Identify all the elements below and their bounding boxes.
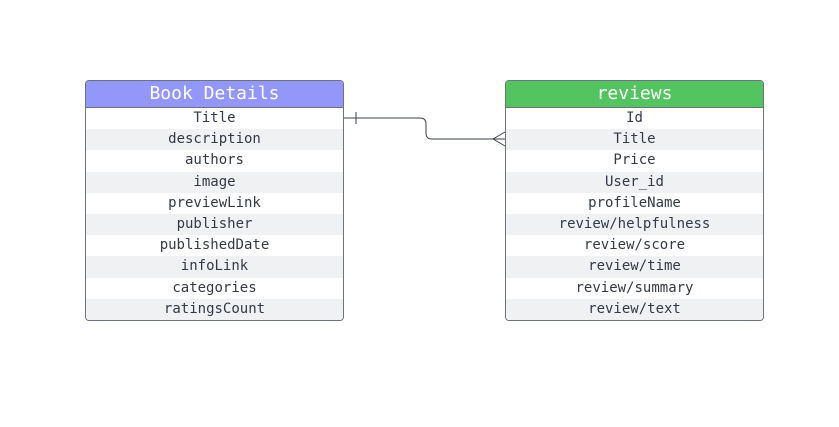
field-review-text[interactable]: review/text [506,298,763,320]
entity-header-reviews[interactable]: reviews [506,81,763,108]
field-publisher[interactable]: publisher [86,213,343,236]
field-list-book-details: Title description authors image previewL… [86,108,343,320]
field-review-summary[interactable]: review/summary [506,277,763,299]
field-price[interactable]: Price [506,150,763,172]
field-review-time[interactable]: review/time [506,256,763,278]
field-list-reviews: Id Title Price User_id profileName revie… [506,108,763,320]
field-id[interactable]: Id [506,108,763,130]
field-description[interactable]: description [86,129,343,151]
field-title[interactable]: Title [86,108,343,130]
field-profilename[interactable]: profileName [506,192,763,214]
field-previewlink[interactable]: previewLink [86,192,343,214]
field-user-id[interactable]: User_id [506,171,763,193]
field-ratingscount[interactable]: ratingsCount [86,298,343,320]
field-image[interactable]: image [86,171,343,193]
field-review-helpfulness[interactable]: review/helpfulness [506,213,763,236]
entity-header-book-details[interactable]: Book Details [86,81,343,108]
entity-reviews[interactable]: reviews Id Title Price User_id profileNa… [505,80,764,321]
field-infolink[interactable]: infoLink [86,256,343,278]
field-authors[interactable]: authors [86,150,343,172]
field-review-score[interactable]: review/score [506,235,763,257]
field-categories[interactable]: categories [86,277,343,299]
relationship-line [342,117,505,140]
entity-book-details[interactable]: Book Details Title description authors i… [85,80,344,321]
many-cardinality-crowfoot [492,131,506,147]
field-publisheddate[interactable]: publishedDate [86,235,343,257]
field-title[interactable]: Title [506,129,763,151]
